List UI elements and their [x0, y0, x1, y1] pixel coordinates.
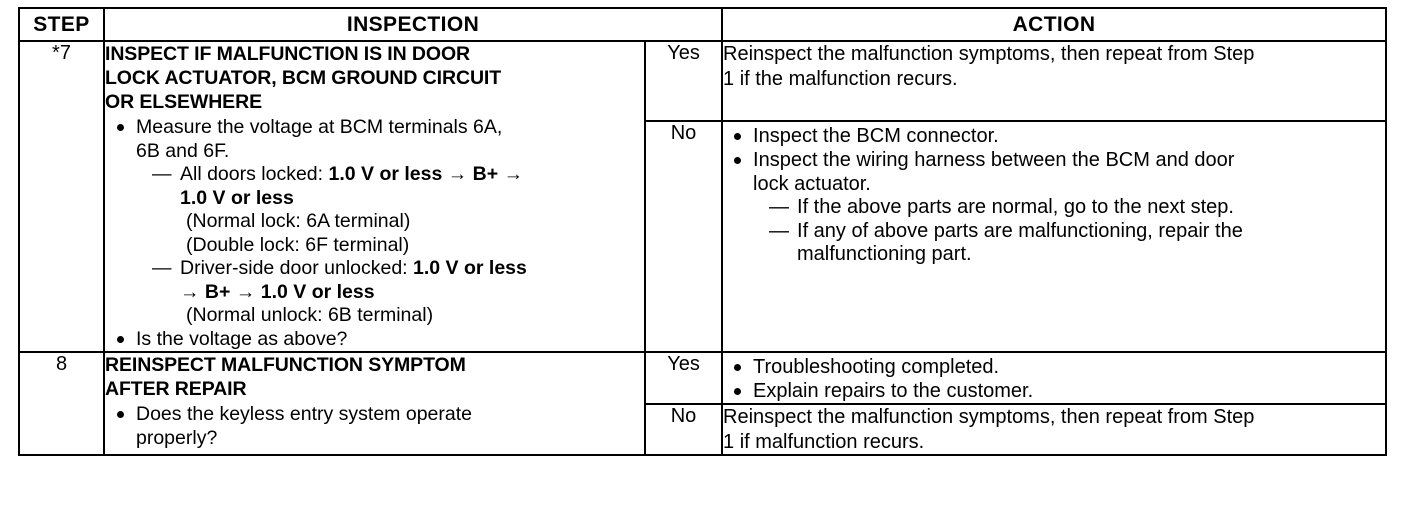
table-row-step-7: *7 INSPECT IF MALFUNCTION IS IN DOOR LOC…	[18, 39, 1388, 353]
column-header-inspection: INSPECTION	[102, 7, 724, 42]
driver-side-unlocked-value-3: 1.0 V or less	[260, 280, 375, 303]
arrow-icon: →	[442, 163, 473, 185]
table-row-step-8: 8 REINSPECT MALFUNCTION SYMPTOM AFTER RE…	[18, 351, 1388, 456]
step-number-7: *7	[18, 40, 105, 353]
list-item: Troubleshooting completed.	[723, 355, 1385, 379]
branch-label-no-step-7: No	[643, 120, 724, 353]
measure-voltage-line-1: Measure the voltage at BCM terminals 6A,	[136, 116, 503, 138]
dash-item-driver-side-unlocked: Driver-side door unlocked: 1.0 V or less	[152, 257, 644, 281]
inspection-bullet-list-step-8: Does the keyless entry system operate pr…	[105, 403, 644, 450]
list-item: Is the voltage as above?	[105, 328, 644, 352]
keyless-question-line-2: properly?	[136, 426, 218, 449]
double-lock-terminal-note: (Double lock: 6F terminal)	[186, 233, 410, 256]
list-item: Does the keyless entry system operate pr…	[105, 403, 644, 450]
action-text-line-2: 1 if the malfunction recurs.	[723, 67, 958, 90]
inspection-title-line-2: LOCK ACTUATOR, BCM GROUND CIRCUIT	[105, 67, 502, 89]
table-row-step-7-no-branch: No Inspect the BCM connector. Inspect th…	[19, 120, 1388, 353]
dash-item-parts-malfunctioning-cont: malfunctioning part.	[797, 243, 972, 266]
action-cell-step-7-no: Inspect the BCM connector. Inspect the w…	[721, 120, 1388, 353]
driver-side-unlocked-value-2: B+	[204, 280, 231, 303]
inspection-title-line-2: AFTER REPAIR	[105, 378, 247, 400]
all-doors-locked-value-3: 1.0 V or less	[180, 186, 294, 209]
driver-side-unlocked-value-1: 1.0 V or less	[413, 257, 527, 279]
arrow-icon: →	[180, 280, 205, 303]
list-item: Explain repairs to the customer.	[723, 379, 1385, 403]
keyless-question-line-1: Does the keyless entry system operate	[136, 403, 472, 425]
action-cell-step-7-yes: Reinspect the malfunction symptoms, then…	[721, 39, 1388, 123]
dash-item-parts-malfunctioning: If any of above parts are malfunctioning…	[769, 220, 1385, 244]
list-item: Inspect the BCM connector.	[723, 124, 1385, 148]
action-text-line-2: 1 if malfunction recurs.	[723, 430, 925, 453]
action-cell-step-8-yes: Troubleshooting completed. Explain repai…	[721, 351, 1388, 405]
inspection-title-step-8: REINSPECT MALFUNCTION SYMPTOM AFTER REPA…	[105, 353, 644, 401]
list-item: Inspect the wiring harness between the B…	[723, 148, 1385, 267]
column-header-step: STEP	[18, 7, 105, 42]
action-bullet-list-step-7-no: Inspect the BCM connector. Inspect the w…	[723, 124, 1385, 267]
step-number-8: 8	[18, 351, 105, 456]
measure-voltage-line-2: 6B and 6F.	[136, 139, 230, 162]
inspection-cell-step-7: INSPECT IF MALFUNCTION IS IN DOOR LOCK A…	[103, 40, 646, 353]
inspect-harness-line-1: Inspect the wiring harness between the B…	[753, 149, 1235, 172]
arrow-icon: →	[230, 280, 261, 303]
normal-lock-terminal-note: (Normal lock: 6A terminal)	[186, 210, 411, 232]
column-header-action: ACTION	[721, 7, 1388, 42]
troubleshooting-table: STEP INSPECTION ACTION *7 INSPECT IF MAL…	[18, 7, 1388, 456]
all-doors-locked-value-2: B+	[472, 163, 499, 185]
inspection-title-line-3: OR ELSEWHERE	[105, 91, 262, 113]
normal-unlock-terminal-note: (Normal unlock: 6B terminal)	[186, 304, 434, 326]
inspect-harness-line-2: lock actuator.	[753, 173, 871, 196]
table-row-step-8-no-branch: No Reinspect the malfunction symptoms, t…	[19, 403, 1388, 456]
dash-item-all-doors-locked: All doors locked: 1.0 V or less → B+ →	[152, 163, 644, 187]
branch-label-yes-step-7: Yes	[643, 39, 724, 123]
arrow-icon: →	[498, 163, 524, 185]
branch-label-no-step-8: No	[643, 403, 724, 456]
all-doors-locked-value-1: 1.0 V or less	[328, 163, 443, 185]
voltage-spec-block: All doors locked: 1.0 V or less → B+ → 1…	[152, 163, 644, 328]
harness-result-block: If the above parts are normal, go to the…	[769, 196, 1385, 267]
list-item: Measure the voltage at BCM terminals 6A,…	[105, 116, 644, 328]
dash-item-parts-normal: If the above parts are normal, go to the…	[769, 196, 1385, 220]
action-text-line-1: Reinspect the malfunction symptoms, then…	[723, 43, 1255, 65]
inspection-cell-step-8: REINSPECT MALFUNCTION SYMPTOM AFTER REPA…	[103, 351, 646, 456]
table-header-row: STEP INSPECTION ACTION	[18, 7, 1388, 42]
driver-side-unlocked-continuation: → B+ → 1.0 V or less	[152, 281, 644, 305]
inspection-title-line-1: REINSPECT MALFUNCTION SYMPTOM	[105, 354, 466, 376]
action-cell-step-8-no: Reinspect the malfunction symptoms, then…	[721, 403, 1388, 456]
driver-side-unlocked-label: Driver-side door unlocked:	[180, 257, 414, 279]
action-text-line-1: Reinspect the malfunction symptoms, then…	[723, 406, 1255, 428]
branch-label-yes-step-8: Yes	[643, 351, 724, 405]
all-doors-locked-label: All doors locked:	[180, 163, 329, 185]
inspection-title-step-7: INSPECT IF MALFUNCTION IS IN DOOR LOCK A…	[105, 42, 644, 114]
action-bullet-list-step-8-yes: Troubleshooting completed. Explain repai…	[723, 355, 1385, 403]
inspection-title-line-1: INSPECT IF MALFUNCTION IS IN DOOR	[105, 43, 471, 65]
inspection-bullet-list-step-7: Measure the voltage at BCM terminals 6A,…	[105, 116, 644, 351]
